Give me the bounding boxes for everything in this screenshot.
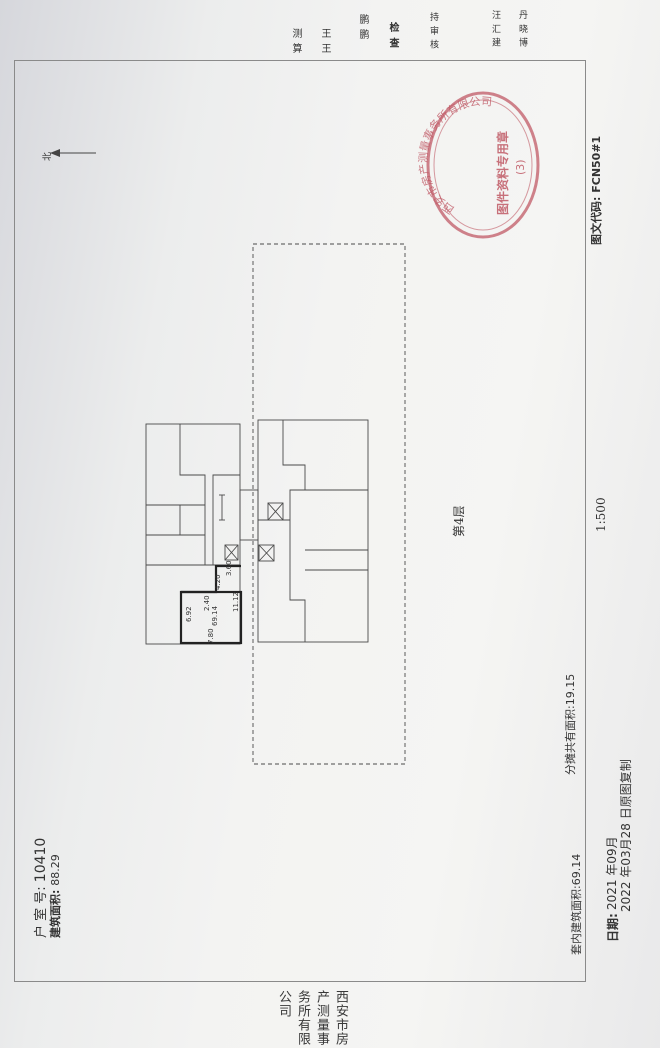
elevator-shaft-3 xyxy=(224,544,239,561)
unit-10410-notch xyxy=(181,564,241,594)
company-name: 西安市房产测量事务所有限公司 xyxy=(276,990,348,1046)
role-inspect: 检 查 xyxy=(387,22,398,49)
west-inner-wall-1 xyxy=(179,424,206,565)
corridor-link xyxy=(239,489,259,541)
seal-outer-text: 西安市房产测量事务所有限公司 xyxy=(416,95,493,217)
name-approve: 丹 晓 博 xyxy=(517,10,527,48)
name-check-1: 鹏 鹏 xyxy=(357,14,368,41)
drawing-frame xyxy=(14,60,586,982)
seal-inner-text: 图件资料专用章 xyxy=(496,130,510,215)
elevator-shaft-1 xyxy=(267,502,284,521)
seal-number: (3) xyxy=(514,159,527,175)
name-survey: 王 王 xyxy=(319,28,330,55)
role-survey: 测 算 xyxy=(290,28,301,55)
seal-inner-ring xyxy=(433,99,533,231)
north-arrow-head xyxy=(50,149,60,157)
seal-ring xyxy=(426,91,540,239)
role-approve: 汪 汇 建 xyxy=(490,10,500,48)
elevator-shaft-2 xyxy=(258,544,275,562)
east-inner-wall-1 xyxy=(282,420,306,642)
role-review: 持 审 核 xyxy=(428,12,438,50)
